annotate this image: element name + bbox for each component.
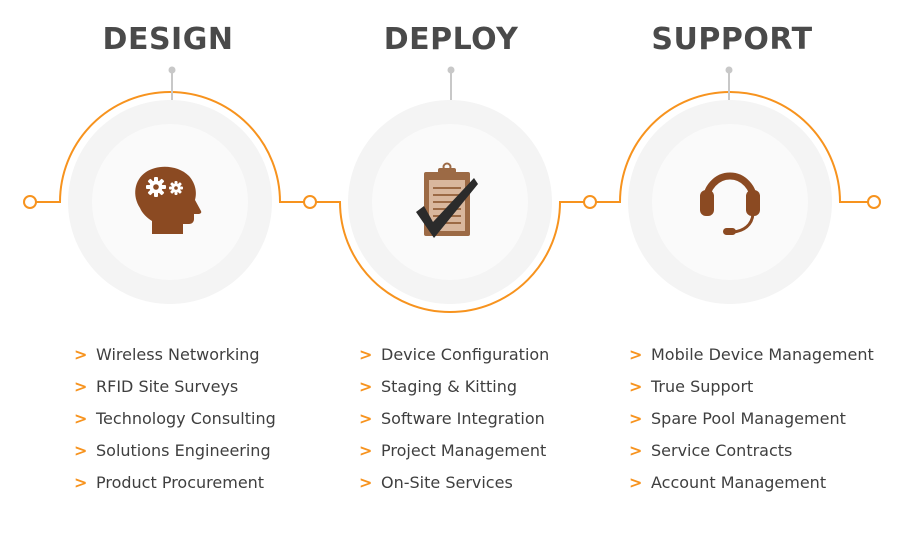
list-item: > Software Integration — [359, 407, 549, 439]
chevron-right-icon: > — [359, 409, 373, 428]
list-item-label: RFID Site Surveys — [96, 377, 239, 396]
chevron-right-icon: > — [359, 473, 373, 492]
track-line — [36, 91, 304, 203]
chevron-right-icon: > — [629, 473, 643, 492]
chevron-right-icon: > — [74, 473, 88, 492]
list-item-label: Service Contracts — [651, 441, 793, 460]
list-item-label: Spare Pool Management — [651, 409, 846, 428]
stage-title-deploy: DEPLOY — [383, 22, 519, 57]
list-item: > On-Site Services — [359, 471, 549, 503]
list-item-label: Technology Consulting — [96, 409, 276, 428]
list-item: > Spare Pool Management — [629, 407, 874, 439]
list-item: > Technology Consulting — [74, 407, 276, 439]
track-node — [583, 195, 597, 209]
chevron-right-icon: > — [359, 377, 373, 396]
list-item: > Device Configuration — [359, 343, 549, 375]
chevron-right-icon: > — [629, 377, 643, 396]
list-item: > Service Contracts — [629, 439, 874, 471]
list-item: > Project Management — [359, 439, 549, 471]
chevron-right-icon: > — [74, 441, 88, 460]
stage-title-design: DESIGN — [102, 22, 234, 57]
list-item: > Staging & Kitting — [359, 375, 549, 407]
list-item: > Mobile Device Management — [629, 343, 874, 375]
support-connector-dot — [725, 66, 733, 74]
track-node — [303, 195, 317, 209]
headset-icon — [700, 172, 760, 235]
clipboard-checkmark-icon — [416, 162, 478, 238]
list-item: > RFID Site Surveys — [74, 375, 276, 407]
list-item-label: Mobile Device Management — [651, 345, 874, 364]
deploy-services-list: > Device Configuration > Staging & Kitting… — [359, 343, 549, 503]
chevron-right-icon: > — [359, 441, 373, 460]
design-services-list: >Wireless Networking >RFID Site Surveys … — [74, 343, 276, 503]
chevron-right-icon: > — [629, 409, 643, 428]
list-item-label: On-Site Services — [381, 473, 513, 492]
track-node — [867, 195, 881, 209]
list-item-label: Solutions Engineering — [96, 441, 271, 460]
list-item-label: Staging & Kitting — [381, 377, 518, 396]
list-item-label: Software Integration — [381, 409, 545, 428]
head-gears-icon — [135, 166, 202, 234]
list-item: > True Support — [629, 375, 874, 407]
chevron-right-icon: > — [359, 345, 373, 364]
deploy-connector-dot — [447, 66, 455, 74]
list-item-label: Wireless Networking — [96, 345, 260, 364]
track-node — [23, 195, 37, 209]
list-item-label: Account Management — [651, 473, 827, 492]
stage-title-support: SUPPORT — [651, 22, 813, 57]
design-connector-dot — [168, 66, 176, 74]
list-item-label: Project Management — [381, 441, 547, 460]
list-item-label: True Support — [651, 377, 754, 396]
list-item: > Product Procurement — [74, 471, 276, 503]
list-item-label: Device Configuration — [381, 345, 550, 364]
chevron-right-icon: > — [74, 377, 88, 396]
chevron-right-icon: > — [629, 441, 643, 460]
list-item: > Wireless Networking — [74, 343, 276, 375]
track-line — [316, 201, 584, 313]
list-item: > Account Management — [629, 471, 874, 503]
chevron-right-icon: > — [74, 345, 88, 364]
list-item: > Solutions Engineering — [74, 439, 276, 471]
support-services-list: >Mobile Device Management >True Support … — [629, 343, 874, 503]
list-item-label: Product Procurement — [96, 473, 265, 492]
support-halo-inner — [652, 124, 808, 280]
chevron-right-icon: > — [629, 345, 643, 364]
chevron-right-icon: > — [74, 409, 88, 428]
